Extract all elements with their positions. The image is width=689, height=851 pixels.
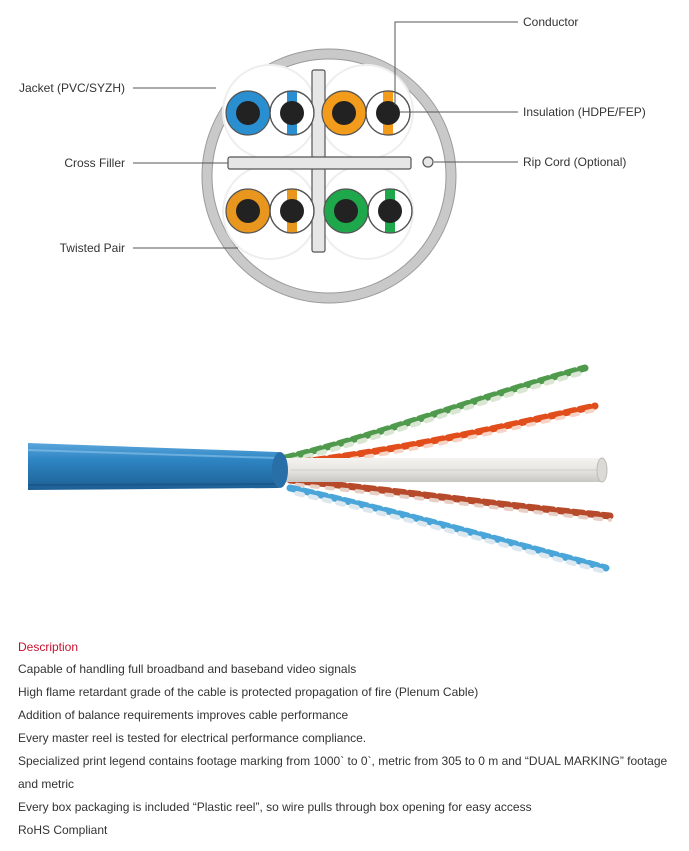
wire-pair-green bbox=[281, 364, 589, 465]
description-item: Every box packaging is included “Plastic… bbox=[18, 800, 532, 814]
conductor-orange bbox=[321, 90, 367, 136]
cable-photo bbox=[27, 364, 614, 575]
conductor-brown bbox=[225, 188, 271, 234]
conductor-white-orange bbox=[365, 90, 411, 136]
cable-filler bbox=[280, 457, 608, 483]
description-list: Capable of handling full broadband and b… bbox=[18, 658, 678, 842]
cable-cross-section-diagram: Conductor Insulation (HDPE/FEP) Rip Cord… bbox=[19, 15, 646, 304]
rip-cord bbox=[422, 156, 434, 168]
description-item: Specialized print legend contains footag… bbox=[18, 754, 668, 791]
description-item: Every master reel is tested for electric… bbox=[18, 731, 367, 745]
conductor-green bbox=[323, 188, 369, 234]
description-item: Capable of handling full broadband and b… bbox=[18, 662, 357, 676]
label-cross-filler: Cross Filler bbox=[64, 156, 125, 170]
leader-conductor bbox=[394, 21, 518, 105]
conductor-blue bbox=[225, 90, 271, 136]
leader-lines bbox=[133, 21, 518, 249]
conductor-white-blue bbox=[269, 90, 315, 136]
wire-pair-brown bbox=[286, 476, 614, 522]
wire-pair-blue bbox=[286, 484, 610, 575]
conductor-white-brown bbox=[269, 188, 315, 234]
description-item: RoHS Compliant bbox=[18, 823, 108, 837]
label-twisted-pair: Twisted Pair bbox=[60, 241, 125, 255]
label-conductor: Conductor bbox=[523, 15, 578, 29]
description-section: Description Capable of handling full bro… bbox=[18, 636, 678, 842]
conductor-white-green bbox=[367, 188, 413, 234]
description-heading: Description bbox=[18, 640, 79, 654]
description-item: Addition of balance requirements improve… bbox=[18, 708, 349, 722]
label-rip-cord: Rip Cord (Optional) bbox=[523, 155, 626, 169]
label-jacket: Jacket (PVC/SYZH) bbox=[19, 81, 125, 95]
cable-jacket bbox=[27, 443, 288, 490]
description-item: High flame retardant grade of the cable … bbox=[18, 685, 479, 699]
label-insulation: Insulation (HDPE/FEP) bbox=[523, 105, 646, 119]
